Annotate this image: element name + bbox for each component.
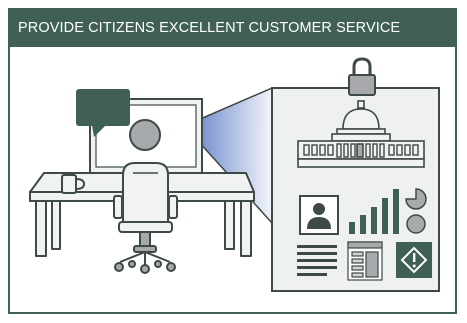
user-profile-icon — [299, 195, 339, 235]
pie-chart-icon — [405, 188, 427, 234]
warning-diamond-icon — [396, 242, 432, 278]
speech-bubble-icon — [76, 89, 130, 137]
capitol-building-icon — [297, 100, 425, 168]
card-title: PROVIDE CITIZENS EXCELLENT CUSTOMER SERV… — [10, 10, 455, 47]
text-lines-icon — [297, 245, 337, 276]
office-chair-icon — [113, 162, 178, 274]
bar-chart-icon — [349, 189, 399, 234]
illustration-card: PROVIDE CITIZENS EXCELLENT CUSTOMER SERV… — [8, 8, 457, 314]
customer-service-illustration — [29, 57, 440, 292]
form-document-icon — [347, 241, 383, 281]
mug-icon — [61, 174, 86, 194]
person-icon — [129, 119, 161, 151]
lock-icon — [348, 57, 376, 96]
